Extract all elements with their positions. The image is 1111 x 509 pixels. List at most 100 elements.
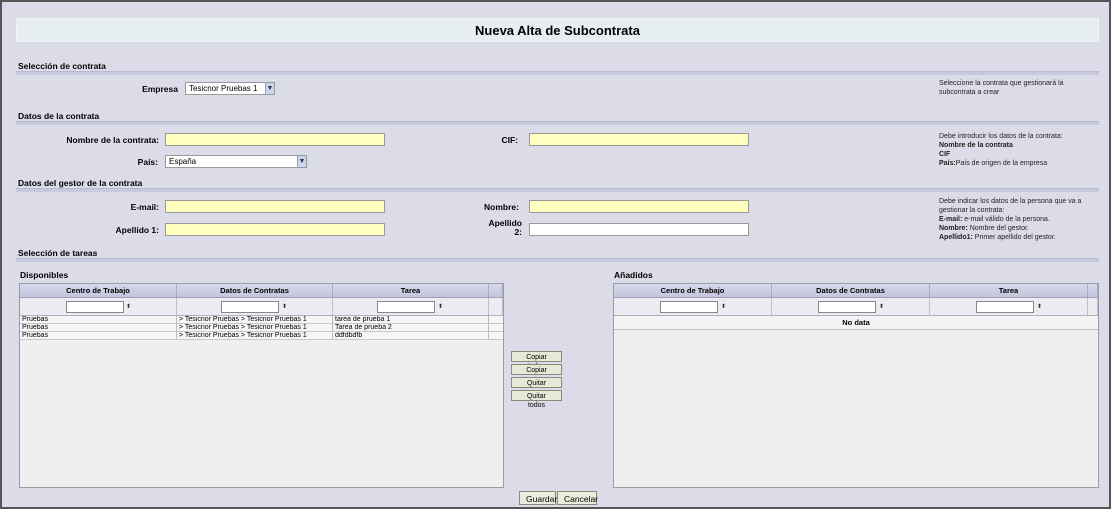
cif-label: CIF: bbox=[501, 135, 518, 145]
added-grid: Centro de Trabajo Datos de Contratas Tar… bbox=[613, 283, 1099, 488]
column-header[interactable]: Tarea bbox=[333, 284, 489, 297]
apellido1-input[interactable] bbox=[165, 223, 385, 236]
country-label: País: bbox=[137, 157, 158, 167]
help-text: Nombre: bbox=[939, 225, 968, 232]
cif-input[interactable] bbox=[529, 133, 749, 146]
table-cell: > Tesicnor Pruebas > Tesicnor Pruebas 1 bbox=[177, 332, 333, 339]
filter-input[interactable] bbox=[818, 301, 876, 313]
email-input[interactable] bbox=[165, 200, 385, 213]
available-grid: Centro de Trabajo Datos de Contratas Tar… bbox=[19, 283, 504, 488]
copy-button[interactable]: Copiar bbox=[511, 364, 562, 375]
help-text: E-mail: bbox=[939, 216, 963, 223]
help-text: Nombre del gestor. bbox=[967, 225, 1029, 232]
added-title: Añadidos bbox=[614, 270, 653, 280]
filter-cell: ⬍ bbox=[614, 298, 772, 315]
column-header[interactable]: Datos de Contratas bbox=[772, 284, 930, 297]
divider bbox=[16, 188, 1099, 192]
sort-icon[interactable]: ⬍ bbox=[438, 304, 444, 310]
filter-cell: ⬍ bbox=[333, 298, 489, 315]
section-title-task-select: Selección de tareas bbox=[18, 248, 98, 258]
table-cell: ddfdbdfb bbox=[333, 332, 489, 339]
table-cell: Tarea de prueba 2 bbox=[333, 324, 489, 331]
sort-icon[interactable]: ⬍ bbox=[1037, 304, 1043, 310]
section-title-manager-data: Datos del gestor de la contrata bbox=[18, 178, 143, 188]
empty-message: No data bbox=[614, 316, 1098, 330]
column-header[interactable]: Centro de Trabajo bbox=[20, 284, 177, 297]
help-text: subcontrata a crear bbox=[939, 89, 1000, 96]
nombre-input[interactable] bbox=[529, 200, 749, 213]
help-text: País de origen de la empresa bbox=[955, 160, 1048, 167]
column-header-spacer bbox=[1088, 284, 1098, 297]
filter-input[interactable] bbox=[221, 301, 279, 313]
help-text: Debe indicar los datos de la persona que… bbox=[939, 198, 1082, 205]
filter-input[interactable] bbox=[66, 301, 124, 313]
page-title: Nueva Alta de Subcontrata bbox=[16, 18, 1099, 42]
apellido2-label: Apellido 2: bbox=[472, 219, 522, 237]
table-row[interactable]: Pruebas > Tesicnor Pruebas > Tesicnor Pr… bbox=[20, 324, 503, 332]
contract-name-label: Nombre de la contrata: bbox=[66, 135, 159, 145]
help-text: Primer apellido del gestor. bbox=[972, 234, 1056, 241]
sort-icon[interactable]: ⬍ bbox=[282, 304, 288, 310]
help-text: gestionar la contrata: bbox=[939, 207, 1005, 214]
help-text: e-mail válido de la persona. bbox=[962, 216, 1050, 223]
contract-name-input[interactable] bbox=[165, 133, 385, 146]
chevron-down-icon[interactable]: ▼ bbox=[265, 83, 274, 94]
section-title-contract-data: Datos de la contrata bbox=[18, 111, 100, 121]
grid-header: Centro de Trabajo Datos de Contratas Tar… bbox=[614, 284, 1098, 298]
help-text: Debe introducir los datos de la contrata… bbox=[939, 133, 1063, 140]
table-cell: > Tesicnor Pruebas > Tesicnor Pruebas 1 bbox=[177, 316, 333, 323]
filter-cell: ⬍ bbox=[772, 298, 930, 315]
filter-input[interactable] bbox=[660, 301, 718, 313]
save-button[interactable]: Guardar bbox=[519, 491, 557, 505]
apellido2-input[interactable] bbox=[529, 223, 749, 236]
filter-cell bbox=[1088, 298, 1098, 315]
email-label: E-mail: bbox=[130, 202, 159, 212]
manager-data-help: Debe indicar los datos de la persona que… bbox=[939, 197, 1099, 242]
divider bbox=[16, 121, 1099, 125]
column-header-spacer bbox=[489, 284, 503, 297]
column-header[interactable]: Centro de Trabajo bbox=[614, 284, 772, 297]
country-selected-value: España bbox=[169, 157, 197, 166]
help-text: CIF bbox=[939, 151, 951, 158]
apellido2-label-line: Apellido bbox=[488, 218, 522, 228]
chevron-down-icon[interactable]: ▼ bbox=[297, 156, 306, 167]
help-text: Apellido1: bbox=[939, 234, 973, 241]
table-row[interactable]: Pruebas > Tesicnor Pruebas > Tesicnor Pr… bbox=[20, 332, 503, 340]
empresa-select[interactable]: Tesicnor Pruebas 1 ▼ bbox=[185, 82, 275, 95]
table-cell: tarea de prueba 1 bbox=[333, 316, 489, 323]
help-text: Seleccione la contrata que gestionará la bbox=[939, 80, 1064, 87]
remove-button[interactable]: Quitar bbox=[511, 377, 562, 388]
table-row[interactable]: Pruebas > Tesicnor Pruebas > Tesicnor Pr… bbox=[20, 316, 503, 324]
apellido2-label-line: 2: bbox=[514, 227, 522, 237]
table-cell: Pruebas bbox=[20, 316, 177, 323]
table-cell: > Tesicnor Pruebas > Tesicnor Pruebas 1 bbox=[177, 324, 333, 331]
divider bbox=[16, 71, 1099, 75]
filter-cell: ⬍ bbox=[177, 298, 333, 315]
sort-icon[interactable]: ⬍ bbox=[126, 304, 132, 310]
nombre-label: Nombre: bbox=[484, 202, 519, 212]
section-title-contract-select: Selección de contrata bbox=[18, 61, 106, 71]
copy-all-button[interactable]: Copiar todos bbox=[511, 351, 562, 370]
filter-cell: ⬍ bbox=[20, 298, 177, 315]
empresa-label: Empresa bbox=[142, 84, 178, 94]
apellido1-label: Apellido 1: bbox=[115, 225, 159, 235]
grid-filter-row: ⬍ ⬍ ⬍ bbox=[614, 298, 1098, 316]
filter-cell bbox=[489, 298, 503, 315]
table-cell: Pruebas bbox=[20, 332, 177, 339]
divider bbox=[16, 258, 1099, 262]
sort-icon[interactable]: ⬍ bbox=[721, 304, 727, 310]
help-text: País: bbox=[939, 160, 956, 167]
grid-header: Centro de Trabajo Datos de Contratas Tar… bbox=[20, 284, 503, 298]
contract-data-help: Debe introducir los datos de la contrata… bbox=[939, 132, 1099, 168]
table-cell: Pruebas bbox=[20, 324, 177, 331]
sort-icon[interactable]: ⬍ bbox=[879, 304, 885, 310]
country-select[interactable]: España ▼ bbox=[165, 155, 307, 168]
filter-input[interactable] bbox=[976, 301, 1034, 313]
cancel-button[interactable]: Cancelar bbox=[557, 491, 598, 505]
remove-all-button[interactable]: Quitar todos bbox=[511, 390, 562, 409]
column-header[interactable]: Datos de Contratas bbox=[177, 284, 333, 297]
column-header[interactable]: Tarea bbox=[930, 284, 1088, 297]
help-text: Nombre de la contrata bbox=[939, 142, 1013, 149]
filter-input[interactable] bbox=[377, 301, 435, 313]
